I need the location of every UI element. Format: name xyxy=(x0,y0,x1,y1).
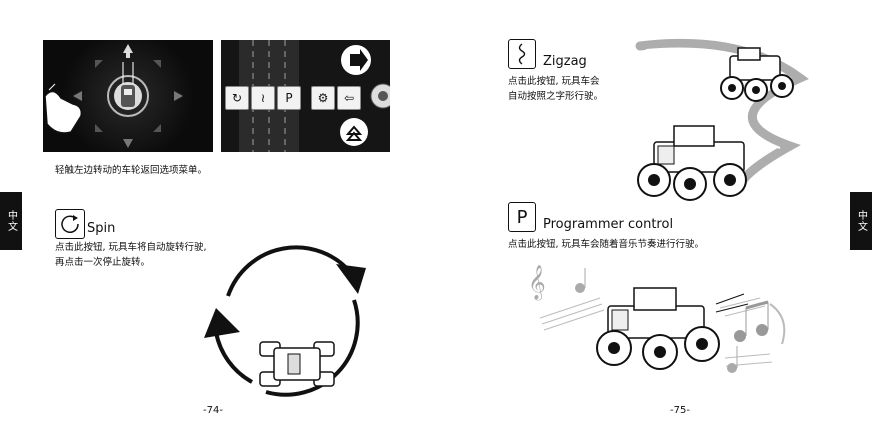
spin-icon xyxy=(55,209,85,239)
spin-circle-graphic xyxy=(204,245,366,397)
treble-clef-icon: 𝄞 xyxy=(528,265,546,301)
zigzag-icon xyxy=(508,39,536,69)
spin-description-2: 再点击一次停止旋转。 xyxy=(55,257,151,268)
music-truck xyxy=(596,287,720,370)
zigzag-title: Zigzag xyxy=(543,54,587,69)
zigzag-description-1: 点击此按钮, 玩具车会 xyxy=(508,76,600,87)
steering-screenshot xyxy=(43,40,213,152)
truck-top-view xyxy=(259,341,335,387)
zigzag-description-2: 自动按照之字形行驶。 xyxy=(508,91,604,102)
language-tab-left: 中文 xyxy=(0,192,22,250)
page-number-left: -74- xyxy=(203,405,223,416)
back-button[interactable]: ⇦ xyxy=(337,86,361,110)
toolbar-screenshot: ↻ ≀ P ⚙ ⇦ xyxy=(221,40,390,152)
programmer-title: Programmer control xyxy=(543,217,674,232)
big-truck xyxy=(637,125,747,201)
screenshot-caption: 轻触左边转动的车轮返回选项菜单。 xyxy=(55,165,208,176)
programmer-icon: P xyxy=(508,202,536,232)
zigzag-button[interactable]: ≀ xyxy=(251,86,275,110)
steering-wheel-graphic xyxy=(44,44,183,148)
spin-button[interactable]: ↻ xyxy=(225,86,249,110)
programmer-button[interactable]: P xyxy=(277,86,301,110)
spin-title: Spin xyxy=(87,221,116,236)
spin-description-1: 点击此按钮, 玩具车将自动旋转行驶, xyxy=(55,242,207,253)
programmer-description: 点击此按钮, 玩具车会随着音乐节奏进行行驶。 xyxy=(508,239,705,250)
language-tab-right: 中文 xyxy=(850,192,872,250)
small-truck xyxy=(720,47,794,102)
page-number-right: -75- xyxy=(670,405,690,416)
settings-button[interactable]: ⚙ xyxy=(311,86,335,110)
music-truck-graphic: 𝄞 xyxy=(528,265,786,373)
zigzag-trucks-graphic xyxy=(635,38,809,201)
